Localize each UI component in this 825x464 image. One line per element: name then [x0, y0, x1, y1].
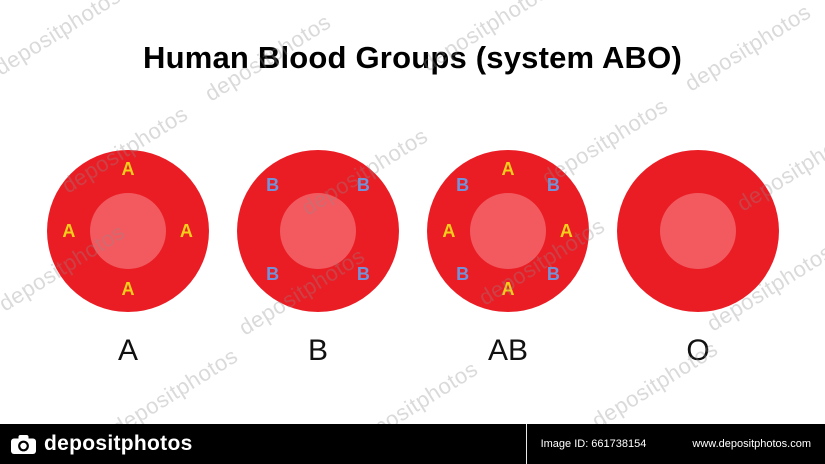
blood-group-a: A A A A A — [47, 150, 209, 368]
antigen-a-label: A — [501, 279, 515, 300]
antigen-a-label: A — [121, 279, 135, 300]
antigen-a-label: A — [559, 221, 573, 241]
footer-meta-group: Image ID: 661738154 www.depositphotos.co… — [525, 424, 825, 464]
blood-group-o: O — [617, 150, 779, 368]
red-blood-cell: A B B A A B B A — [427, 150, 589, 312]
antigen-a-label: A — [442, 221, 456, 241]
red-blood-cell: A A A A — [47, 150, 209, 312]
antigen-a-label: A — [179, 221, 193, 241]
antigen-b-label: B — [266, 174, 280, 195]
logo-text: depositphotos — [44, 432, 193, 455]
camera-icon — [10, 434, 37, 455]
red-blood-cell: B B B B — [237, 150, 399, 312]
image-id-text: Image ID: 661738154 — [540, 438, 647, 450]
antigen-b-label: B — [456, 174, 470, 195]
antigen-b-label: B — [546, 174, 560, 195]
website-url: www.depositphotos.com — [692, 438, 811, 450]
depositphotos-logo: depositphotos — [0, 432, 193, 456]
cell-inner-circle — [90, 193, 166, 269]
antigen-a-label: A — [501, 159, 515, 180]
antigen-a-label: A — [62, 221, 76, 241]
antigen-b-label: B — [266, 263, 280, 284]
diagram-title: Human Blood Groups (system ABO) — [143, 40, 682, 75]
cell-inner-circle — [660, 193, 736, 269]
group-label: AB — [487, 334, 529, 367]
antigen-b-label: B — [356, 174, 370, 195]
cell-inner-circle — [470, 193, 546, 269]
antigen-b-label: B — [456, 263, 470, 284]
footer-bar: depositphotos Image ID: 661738154 www.de… — [0, 424, 825, 464]
antigen-b-label: B — [356, 263, 370, 284]
group-label: A — [117, 334, 138, 367]
red-blood-cell — [617, 150, 779, 312]
group-label: O — [686, 334, 710, 367]
cell-inner-circle — [280, 193, 356, 269]
antigen-b-label: B — [546, 263, 560, 284]
blood-group-b: B B B B B — [237, 150, 399, 368]
group-label: B — [307, 334, 328, 367]
antigen-a-label: A — [121, 159, 135, 180]
